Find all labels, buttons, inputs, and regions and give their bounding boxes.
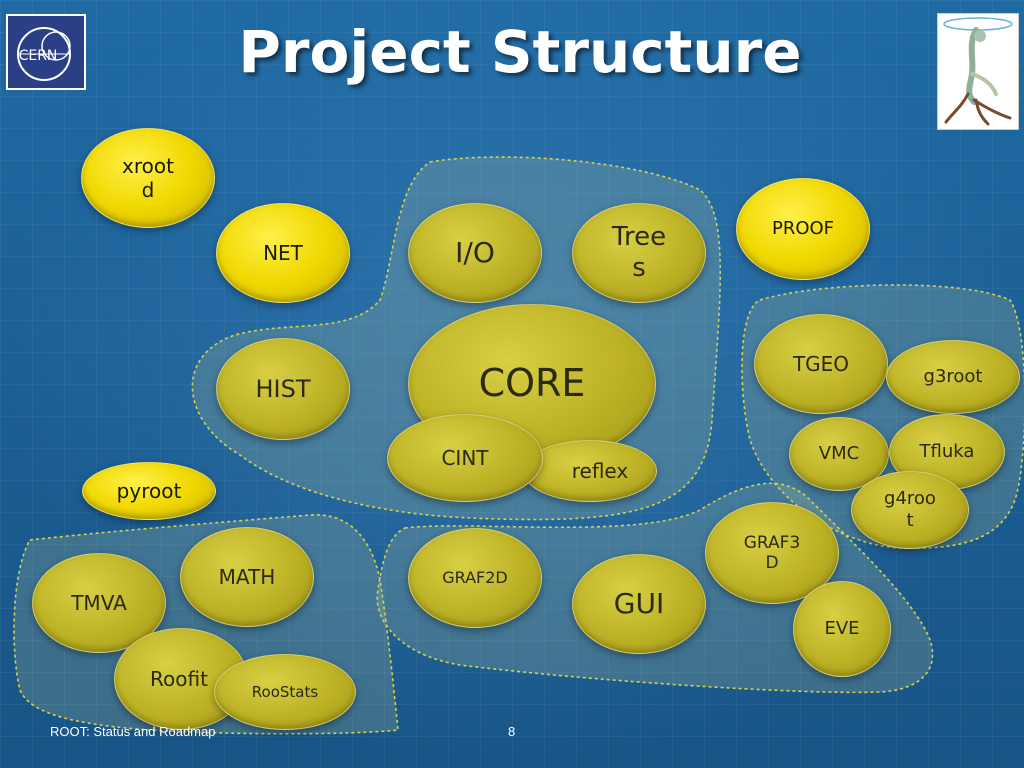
node-label: GUI <box>613 587 665 621</box>
cern-logo: CERN <box>6 14 86 90</box>
node-label: Tree s <box>611 221 667 283</box>
node-label: I/O <box>455 236 495 270</box>
cern-logo-text: CERN <box>19 48 58 64</box>
node-tgeo: TGEO <box>754 314 888 414</box>
node-label: EVE <box>824 618 860 640</box>
node-label: g4roo t <box>884 488 936 531</box>
node-label: CINT <box>441 446 489 470</box>
node-roostats: RooStats <box>214 654 356 730</box>
node-label: xroot d <box>122 154 174 202</box>
node-label: CORE <box>478 361 586 406</box>
node-label: g3root <box>923 366 983 388</box>
node-trees: Tree s <box>572 203 706 303</box>
node-label: RooStats <box>251 683 319 701</box>
root-figure-icon <box>943 17 1013 126</box>
node-label: GRAF2D <box>442 568 508 588</box>
node-cint: CINT <box>387 414 543 502</box>
node-proof: PROOF <box>736 178 870 280</box>
node-label: PROOF <box>771 218 835 240</box>
node-reflex: reflex <box>523 440 657 502</box>
node-eve: EVE <box>793 581 891 677</box>
node-label: pyroot <box>116 479 182 503</box>
cern-logo-icon: CERN <box>17 27 71 81</box>
node-label: reflex <box>571 459 629 483</box>
node-gui: GUI <box>572 554 706 654</box>
node-net: NET <box>216 203 350 303</box>
node-graf2d: GRAF2D <box>408 528 542 628</box>
node-label: HIST <box>255 374 311 403</box>
node-math: MATH <box>180 527 314 627</box>
footer-text: ROOT: Status and Roadmap <box>50 724 216 739</box>
node-label: TGEO <box>792 352 850 376</box>
node-xrootd: xroot d <box>81 128 215 228</box>
node-label: GRAF3 D <box>743 532 801 573</box>
node-io: I/O <box>408 203 542 303</box>
node-hist: HIST <box>216 338 350 440</box>
node-label: Tfluka <box>919 441 975 463</box>
slide-title: Project Structure <box>238 18 802 86</box>
node-label: MATH <box>218 565 276 589</box>
node-label: TMVA <box>71 591 127 615</box>
node-g3root: g3root <box>886 340 1020 414</box>
node-label: NET <box>263 241 303 265</box>
node-label: Roofit <box>150 667 208 691</box>
node-pyroot: pyroot <box>82 462 216 520</box>
node-label: VMC <box>818 443 860 465</box>
page-number: 8 <box>508 724 516 739</box>
node-g4root: g4roo t <box>851 471 969 549</box>
root-logo <box>937 13 1019 130</box>
